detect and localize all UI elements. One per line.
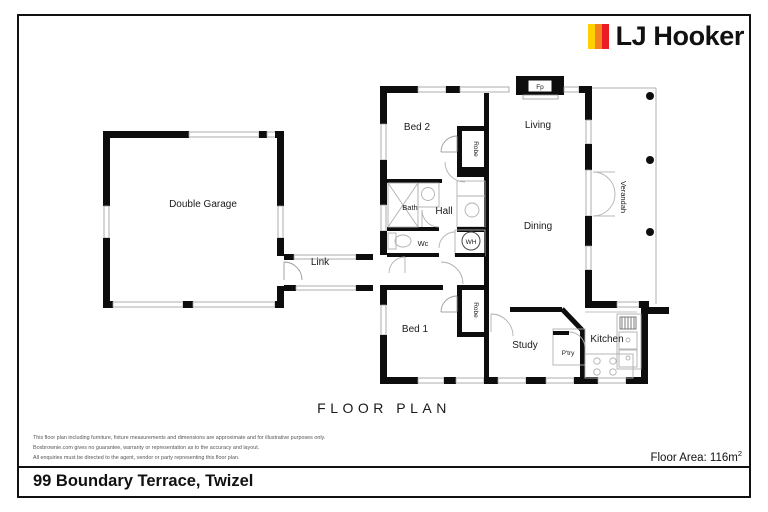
footer-divider [17, 466, 751, 468]
hall-fixtures [438, 161, 486, 285]
verandah-post [646, 92, 654, 100]
verandah-outline [592, 87, 657, 304]
verandah-post [646, 228, 654, 236]
logo-bars-icon [587, 23, 609, 49]
room-label-wh: WH [466, 239, 477, 246]
logo-bar-yellow [587, 23, 595, 49]
page-border [17, 14, 751, 498]
internal-wall-central [484, 93, 489, 379]
room-label-dining: Dining [524, 221, 552, 232]
kitchen-fixtures [584, 311, 642, 379]
room-label-bath: Bath [402, 203, 417, 212]
room-label-living: Living [525, 120, 551, 131]
room-label-bed-2: Bed 2 [404, 122, 431, 133]
room-label-hall: Hall [435, 206, 452, 217]
floor-area: Floor Area: 116m2 [650, 449, 742, 464]
study-walls [490, 307, 585, 379]
floor-area-unit: 2 [737, 449, 742, 458]
link-walls [283, 254, 373, 291]
disclaimer-line-1: This floor plan including furniture, fix… [33, 435, 326, 441]
room-label-kitchen: Kitchen [590, 334, 623, 345]
room-label-study: Study [512, 340, 538, 351]
disclaimer-line-3: All enquiries must be directed to the ag… [33, 455, 240, 461]
room-label-fireplace: Fp [536, 84, 544, 91]
logo-bar-orange [594, 23, 602, 49]
floor-plan-drawing: Double Garage Link Bed 2 Bath Hall Wc WH… [17, 14, 751, 464]
plan-geometry [103, 76, 669, 384]
room-label-pantry: P'try [562, 350, 576, 357]
house-outer-walls [380, 76, 669, 384]
page-title: FLOOR PLAN [317, 400, 451, 416]
wc-room [387, 232, 439, 274]
lj-hooker-logo: LJ Hooker [587, 20, 745, 52]
living-dining-east-wall [585, 86, 649, 308]
room-label-wc: Wc [418, 239, 429, 248]
room-label-link: Link [311, 257, 330, 268]
floor-plan-svg: Double Garage Link Bed 2 Bath Hall Wc WH… [103, 76, 669, 384]
room-label-robe-upper: Robe [472, 141, 479, 157]
room-label-robe-lower: Robe [472, 302, 479, 318]
bed1-robe-walls [387, 285, 485, 337]
property-address: 99 Boundary Terrace, Twizel [33, 472, 254, 490]
brand-name: LJ Hooker [615, 20, 745, 51]
room-label-bed-1: Bed 1 [402, 324, 429, 335]
bed2-robe-walls [440, 126, 485, 172]
room-labels: Double Garage Link Bed 2 Bath Hall Wc WH… [169, 84, 628, 357]
floor-area-label: Floor Area: 116m [650, 451, 738, 464]
disclaimer: This floor plan including furniture, fix… [33, 433, 453, 463]
room-label-double-garage: Double Garage [169, 199, 237, 210]
logo-bar-red [601, 23, 609, 49]
garage-walls [103, 131, 284, 308]
disclaimer-line-2: Boxbrownie.com gives no guarantee, warra… [33, 445, 260, 451]
verandah-post [646, 156, 654, 164]
bathroom [387, 179, 442, 231]
pantry [552, 328, 586, 366]
room-label-verandah: Verandah [619, 181, 628, 213]
